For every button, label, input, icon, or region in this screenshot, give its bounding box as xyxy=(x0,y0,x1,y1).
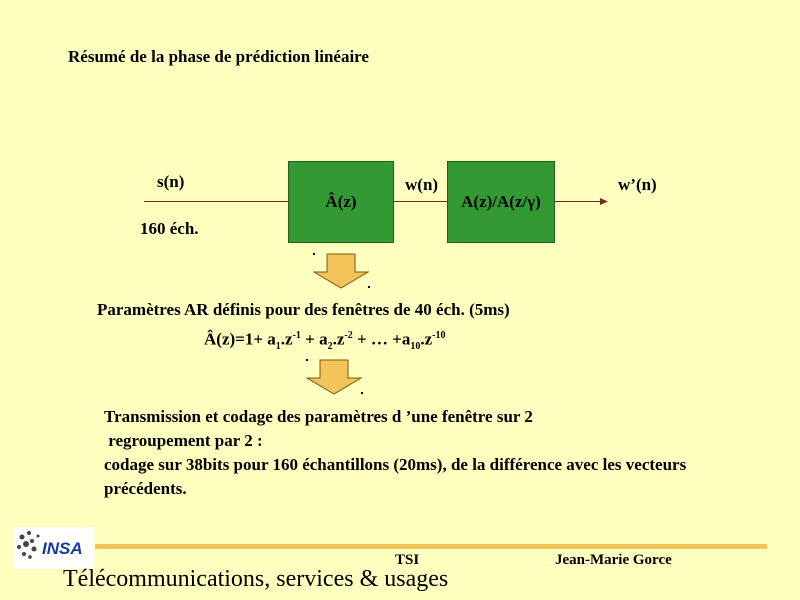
residual-signal-label: w(n) xyxy=(405,175,439,194)
slide-title: Résumé de la phase de prédiction linéair… xyxy=(68,47,369,66)
formula-sup: -2 xyxy=(344,330,353,341)
middle-line xyxy=(393,201,447,202)
formula-plus: + a xyxy=(300,329,328,349)
formula-sup: -10 xyxy=(432,330,446,341)
insa-logo: INSA xyxy=(14,527,94,569)
input-samples-label: 160 éch. xyxy=(140,219,199,238)
output-line xyxy=(554,201,602,202)
logo-text: INSA xyxy=(42,539,83,558)
analysis-filter-block: Â(z) xyxy=(288,161,394,243)
footer-divider xyxy=(95,544,767,549)
ar-formula: Â(z)=1+ a1.z-1 + a2.z-2 + … +a10.z-10 xyxy=(204,324,446,359)
formula-z: .z xyxy=(332,329,345,349)
analysis-filter-label: Â(z) xyxy=(325,192,357,211)
course-code: TSI xyxy=(395,552,420,568)
output-signal-label: w’(n) xyxy=(618,175,657,194)
formula-sup: -1 xyxy=(292,330,301,341)
ar-params-description: Paramètres AR définis pour des fenêtres … xyxy=(97,300,510,319)
formula-prefix: Â(z)=1+ a xyxy=(204,329,276,349)
author-name: Jean-Marie Gorce xyxy=(555,552,672,568)
input-signal-label: s(n) xyxy=(157,172,185,191)
down-arrow-icon xyxy=(313,253,370,289)
output-arrowhead-icon xyxy=(600,198,608,205)
formula-sub: 2 xyxy=(327,341,333,353)
down-arrow-icon xyxy=(306,359,363,395)
transmission-line-4: précédents. xyxy=(104,479,187,498)
transmission-line-2: regroupement par 2 : xyxy=(104,431,263,450)
formula-plus: + … +a xyxy=(352,329,411,349)
formula-z: .z xyxy=(280,329,293,349)
transmission-line-3: codage sur 38bits pour 160 échantillons … xyxy=(104,455,687,474)
formula-sub: 10 xyxy=(410,341,421,353)
transmission-text: Transmission et codage des paramètres d … xyxy=(104,405,794,501)
weighting-filter-block: A(z)/A(z/γ) xyxy=(447,161,555,243)
input-line xyxy=(144,201,288,202)
weighting-filter-label: A(z)/A(z/γ) xyxy=(461,192,541,211)
formula-z: .z xyxy=(420,329,433,349)
formula-sub: 1 xyxy=(275,341,281,353)
transmission-line-1: Transmission et codage des paramètres d … xyxy=(104,407,533,426)
course-title: Télécommunications, services & usages xyxy=(63,566,449,592)
